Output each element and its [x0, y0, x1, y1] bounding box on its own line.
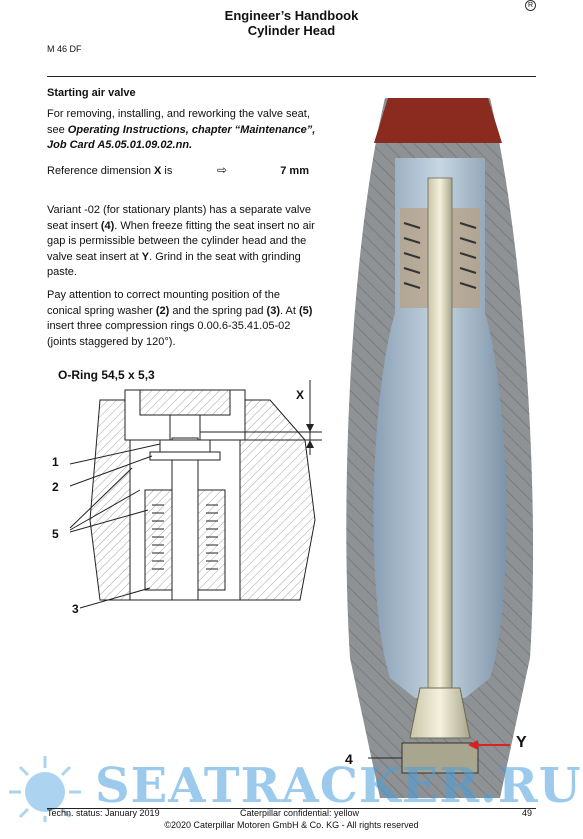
ref-value: 7 mm	[280, 165, 309, 177]
watermark-text: SEATRACKER.RU	[95, 758, 582, 814]
valve-section-drawing	[69, 380, 322, 609]
ref-label: Reference dimension X is	[47, 165, 173, 177]
paragraph-variant: Variant -02 (for stationary plants) has …	[47, 204, 315, 278]
header-divider	[47, 76, 536, 77]
paragraph-reference-jobcard: For removing, installing, and reworking …	[47, 107, 317, 154]
callout-3: 3	[72, 602, 79, 616]
footer-copyright: ©2020 Caterpillar Motoren GmbH & Co. KG …	[164, 820, 419, 830]
valve-cutaway-illustration	[346, 98, 534, 798]
paragraph-mounting: Pay attention to correct mounting positi…	[47, 289, 313, 348]
header-title-line1: Engineer’s Handbook	[224, 8, 359, 23]
section-title: Starting air valve	[47, 87, 136, 99]
p1-jobcard-ref: Operating Instructions, chapter “Mainten…	[47, 123, 316, 152]
sun-logo-icon	[9, 756, 81, 822]
header-title-line2: Cylinder Head	[247, 23, 336, 38]
footer-divider	[47, 808, 536, 809]
reference-dimension-row: Reference dimension X is ⇨ 7 mm	[47, 163, 309, 180]
registered-mark-icon: R	[525, 0, 536, 11]
footer-confidential: Caterpillar confidential: yellow	[240, 808, 360, 818]
page-number: 49	[522, 808, 533, 818]
p1-text: For removing, installing, and reworking …	[47, 108, 310, 136]
label-y: Y	[516, 734, 527, 751]
callout-1: 1	[52, 455, 59, 469]
label-4: 4	[345, 751, 353, 767]
footer-tech-status: Techn. status: January 2019	[47, 808, 160, 818]
callout-5: 5	[52, 527, 59, 541]
dimension-x-label: X	[296, 388, 305, 402]
page-header-title: Engineer’s Handbook Cylinder Head	[0, 8, 583, 38]
oring-label: O-Ring 54,5 x 5,3	[58, 368, 155, 382]
arrow-right-icon: ⇨	[217, 163, 228, 177]
callout-2: 2	[52, 480, 59, 494]
doc-code: M 46 DF	[47, 44, 82, 54]
